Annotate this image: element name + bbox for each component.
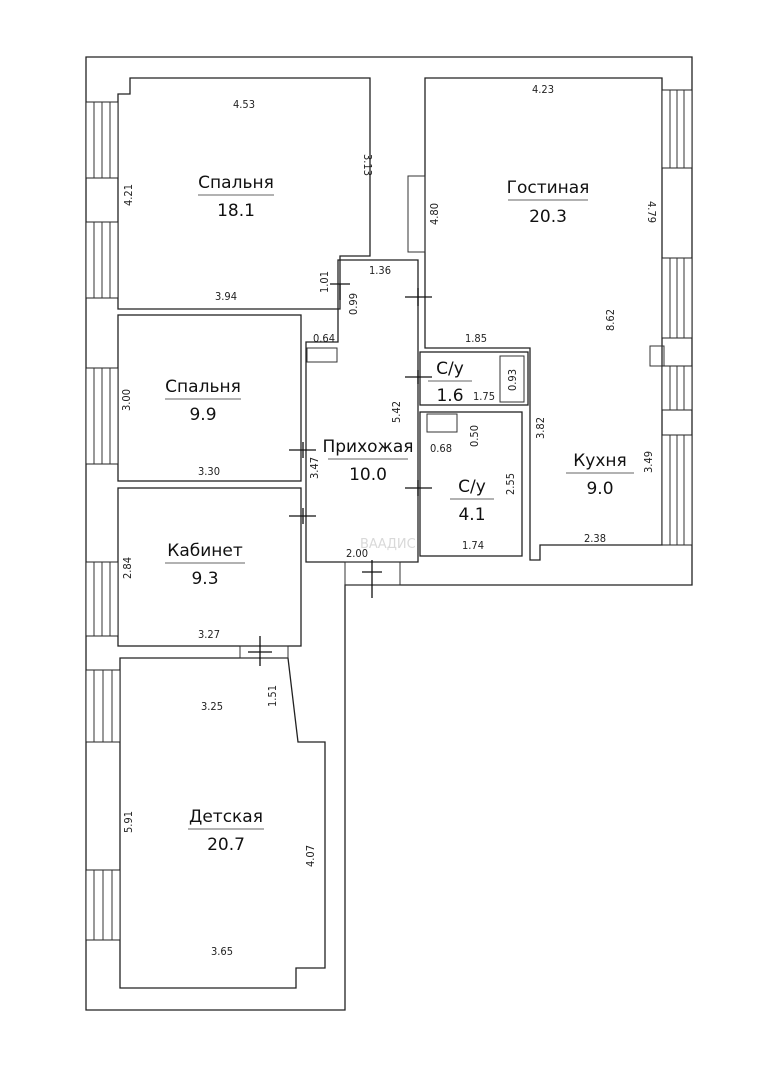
label-bedroom-2: Спальня xyxy=(165,377,241,397)
dim-label: 4.23 xyxy=(532,83,554,96)
area-office: 9.3 xyxy=(191,569,218,589)
dim-label: 3.30 xyxy=(198,465,220,478)
windows-left xyxy=(85,101,121,941)
dim-label: 1.85 xyxy=(465,332,487,345)
dim-label: 0.64 xyxy=(313,332,335,345)
room-office xyxy=(117,487,302,647)
room-living xyxy=(424,77,663,561)
dim-label: 0.93 xyxy=(506,369,519,391)
label-wc-2: С/у xyxy=(458,477,486,497)
room-wc-1 xyxy=(419,351,529,406)
dim-label: 4.21 xyxy=(122,184,135,206)
dim-label: 3.25 xyxy=(201,700,223,713)
dim-label: 3.13 xyxy=(361,154,374,176)
dim-label: 2.55 xyxy=(504,473,517,495)
dim-label: 4.80 xyxy=(428,203,441,225)
shaft xyxy=(306,347,338,363)
dim-label: 2.00 xyxy=(346,547,368,560)
label-kids: Детская xyxy=(189,807,263,827)
dim-label: 3.65 xyxy=(211,945,233,958)
area-kids: 20.7 xyxy=(207,835,245,855)
dim-label: 5.42 xyxy=(390,401,403,423)
dim-label: 0.50 xyxy=(468,425,481,447)
area-bedroom-2: 9.9 xyxy=(189,405,216,425)
dim-label: 3.94 xyxy=(215,290,237,303)
dim-label: 0.99 xyxy=(347,293,360,315)
dim-label: 8.62 xyxy=(604,309,617,331)
dim-label: 1.51 xyxy=(266,685,279,707)
room-kids xyxy=(119,657,326,989)
wall-niche xyxy=(407,175,426,253)
dim-label: 3.82 xyxy=(534,417,547,439)
doorway-kids xyxy=(239,645,289,659)
area-wc-2: 4.1 xyxy=(458,505,485,525)
door-marks xyxy=(248,283,432,666)
windows-right xyxy=(661,89,693,546)
dim-label: 3.47 xyxy=(308,457,321,479)
dim-label: 1.01 xyxy=(318,271,331,293)
area-kitchen: 9.0 xyxy=(586,479,613,499)
wc2-fixture xyxy=(426,413,458,433)
dim-label: 4.53 xyxy=(233,98,255,111)
room-hall xyxy=(305,259,419,563)
room-bedroom-2 xyxy=(117,314,302,482)
label-wc-1: С/у xyxy=(436,359,464,379)
watermark: ВААДИС xyxy=(360,537,416,552)
dim-label: 3.49 xyxy=(642,451,655,473)
label-hall: Прихожая xyxy=(322,437,413,457)
label-office: Кабинет xyxy=(167,541,243,561)
dim-label: 1.36 xyxy=(369,264,391,277)
dim-label: 1.74 xyxy=(462,539,484,552)
dim-label: 4.79 xyxy=(645,201,658,223)
dim-label: 3.27 xyxy=(198,628,220,641)
dim-label: 3.00 xyxy=(120,389,133,411)
dim-label: 2.38 xyxy=(584,532,606,545)
area-bedroom-1: 18.1 xyxy=(217,201,255,221)
dim-label: 4.07 xyxy=(304,845,317,867)
area-living: 20.3 xyxy=(529,207,567,227)
dim-label: 5.91 xyxy=(122,811,135,833)
label-bedroom-1: Спальня xyxy=(198,173,274,193)
label-living: Гостиная xyxy=(507,178,590,198)
column xyxy=(649,345,665,367)
label-kitchen: Кухня xyxy=(573,451,627,471)
wc1-fixture xyxy=(499,355,525,403)
area-wc-1: 1.6 xyxy=(436,386,463,406)
dim-label: 2.84 xyxy=(121,557,134,579)
room-wc-2 xyxy=(419,411,523,557)
room-bedroom-1 xyxy=(117,77,371,310)
dim-label: 1.75 xyxy=(473,390,495,403)
dim-label: 0.68 xyxy=(430,442,452,455)
area-hall: 10.0 xyxy=(349,465,387,485)
